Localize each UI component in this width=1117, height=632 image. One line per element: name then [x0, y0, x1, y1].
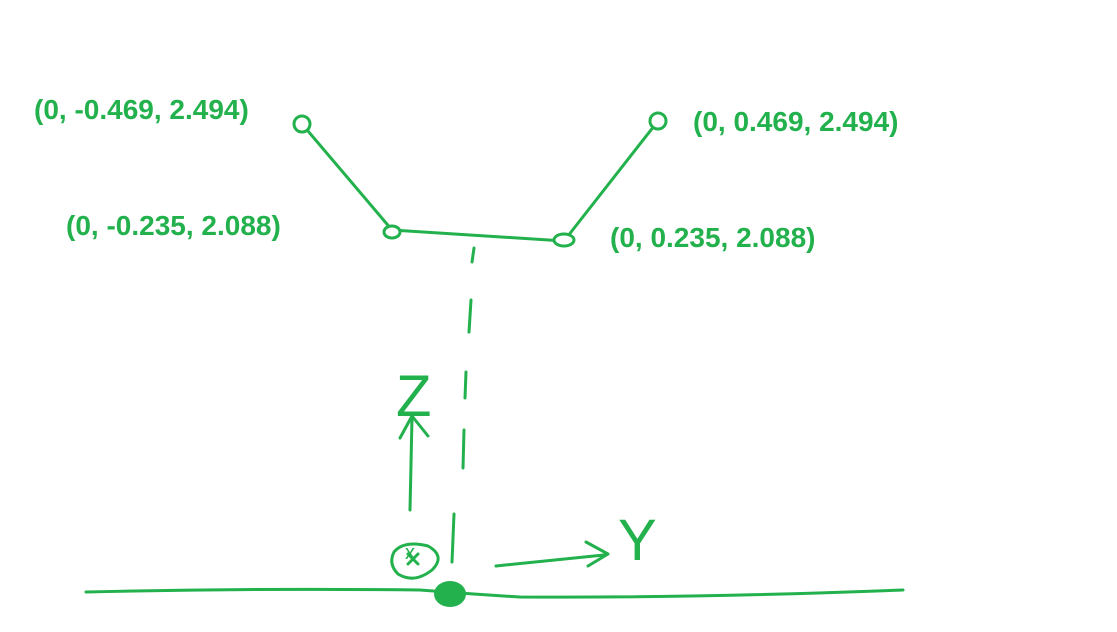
- segment-upper-right: [562, 119, 660, 243]
- point-marker-upper-right: [648, 111, 668, 131]
- origin-tick: [450, 512, 456, 564]
- y-axis-label: Y: [618, 508, 657, 573]
- point-label-lower-left: (0, -0.235, 2.088): [66, 210, 281, 241]
- segment-middle: [390, 228, 566, 243]
- point-label-upper-right: (0, 0.469, 2.494): [693, 106, 899, 137]
- point-label-upper-left: (0, -0.469, 2.494): [34, 94, 249, 125]
- z-arrow: [398, 414, 430, 512]
- y-arrow: [494, 540, 610, 568]
- segment-upper-left: [300, 122, 394, 232]
- origin-dot: [434, 581, 466, 607]
- ground-line: [84, 587, 905, 599]
- dashed-centerline: [461, 246, 476, 470]
- x-axis-circle: [390, 542, 440, 580]
- x-axis-cross: [406, 552, 420, 566]
- point-marker-lower-right: [552, 232, 576, 248]
- point-label-lower-right: (0, 0.235, 2.088): [610, 222, 816, 253]
- z-axis-label: Z: [396, 364, 432, 429]
- point-marker-lower-left: [382, 224, 402, 240]
- point-marker-upper-left: [292, 114, 312, 134]
- x-axis-label: x: [405, 542, 415, 564]
